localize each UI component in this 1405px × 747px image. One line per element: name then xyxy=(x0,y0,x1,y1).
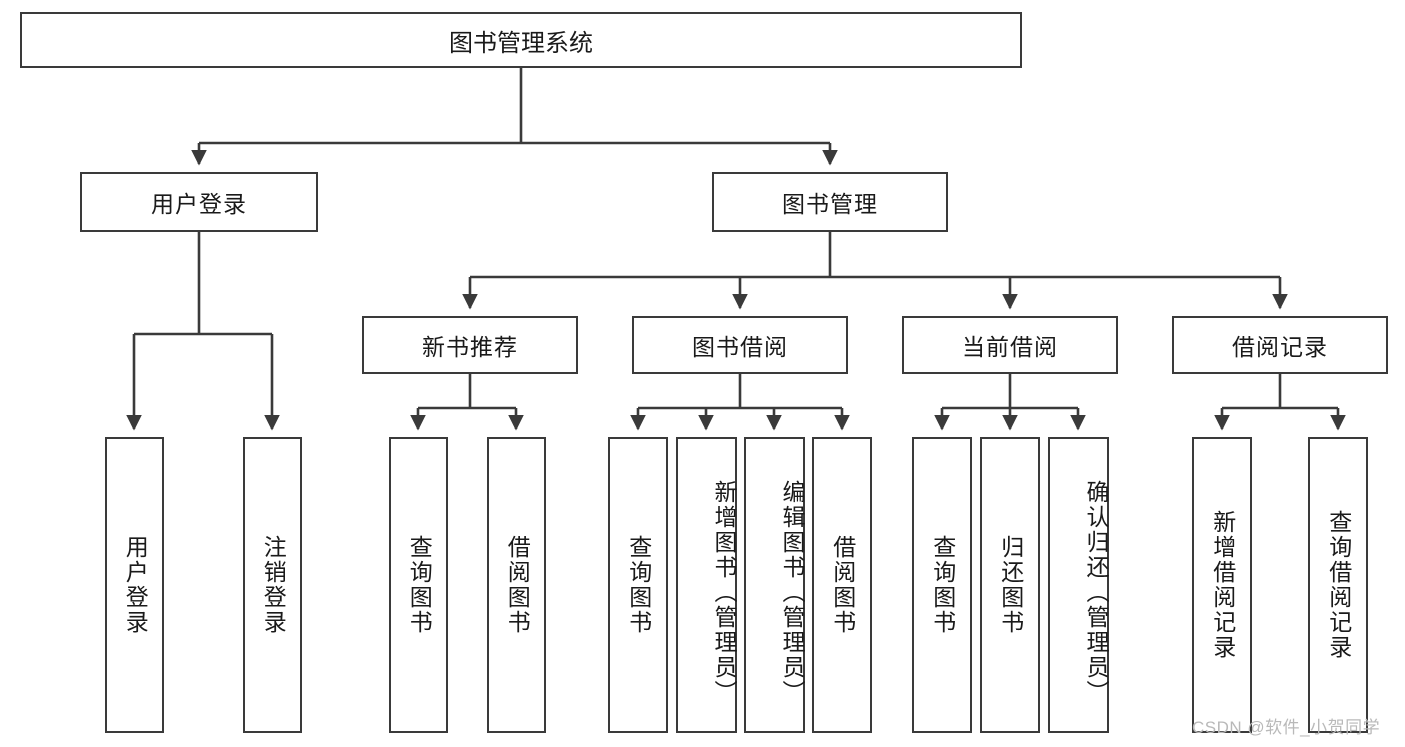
node-current-borrowing[interactable]: 当前借阅 xyxy=(902,316,1118,374)
leaf-query-book-current[interactable]: 查询图书 xyxy=(912,437,972,733)
leaf-query-borrow-record[interactable]: 查询借阅记录 xyxy=(1308,437,1368,733)
leaf-return-book[interactable]: 归还图书 xyxy=(980,437,1040,733)
leaf-edit-book-admin[interactable]: 编辑图书（管理员） xyxy=(744,437,805,733)
leaf-logout[interactable]: 注销登录 xyxy=(243,437,302,733)
leaf-query-book-recommend[interactable]: 查询图书 xyxy=(389,437,448,733)
leaf-query-book-borrow[interactable]: 查询图书 xyxy=(608,437,668,733)
node-book-borrowing[interactable]: 图书借阅 xyxy=(632,316,848,374)
node-root-book-management-system[interactable]: 图书管理系统 xyxy=(20,12,1022,68)
leaf-borrow-book-recommend[interactable]: 借阅图书 xyxy=(487,437,546,733)
node-new-book-recommendation[interactable]: 新书推荐 xyxy=(362,316,578,374)
leaf-confirm-return-admin[interactable]: 确认归还（管理员） xyxy=(1048,437,1109,733)
leaf-add-borrow-record[interactable]: 新增借阅记录 xyxy=(1192,437,1252,733)
node-book-management[interactable]: 图书管理 xyxy=(712,172,948,232)
csdn-watermark: CSDN @软件_小贺同学 xyxy=(1192,718,1381,737)
node-borrowing-record[interactable]: 借阅记录 xyxy=(1172,316,1388,374)
node-user-login[interactable]: 用户登录 xyxy=(80,172,318,232)
leaf-add-book-admin[interactable]: 新增图书（管理员） xyxy=(676,437,737,733)
leaf-user-login[interactable]: 用户登录 xyxy=(105,437,164,733)
leaf-borrow-book[interactable]: 借阅图书 xyxy=(812,437,872,733)
